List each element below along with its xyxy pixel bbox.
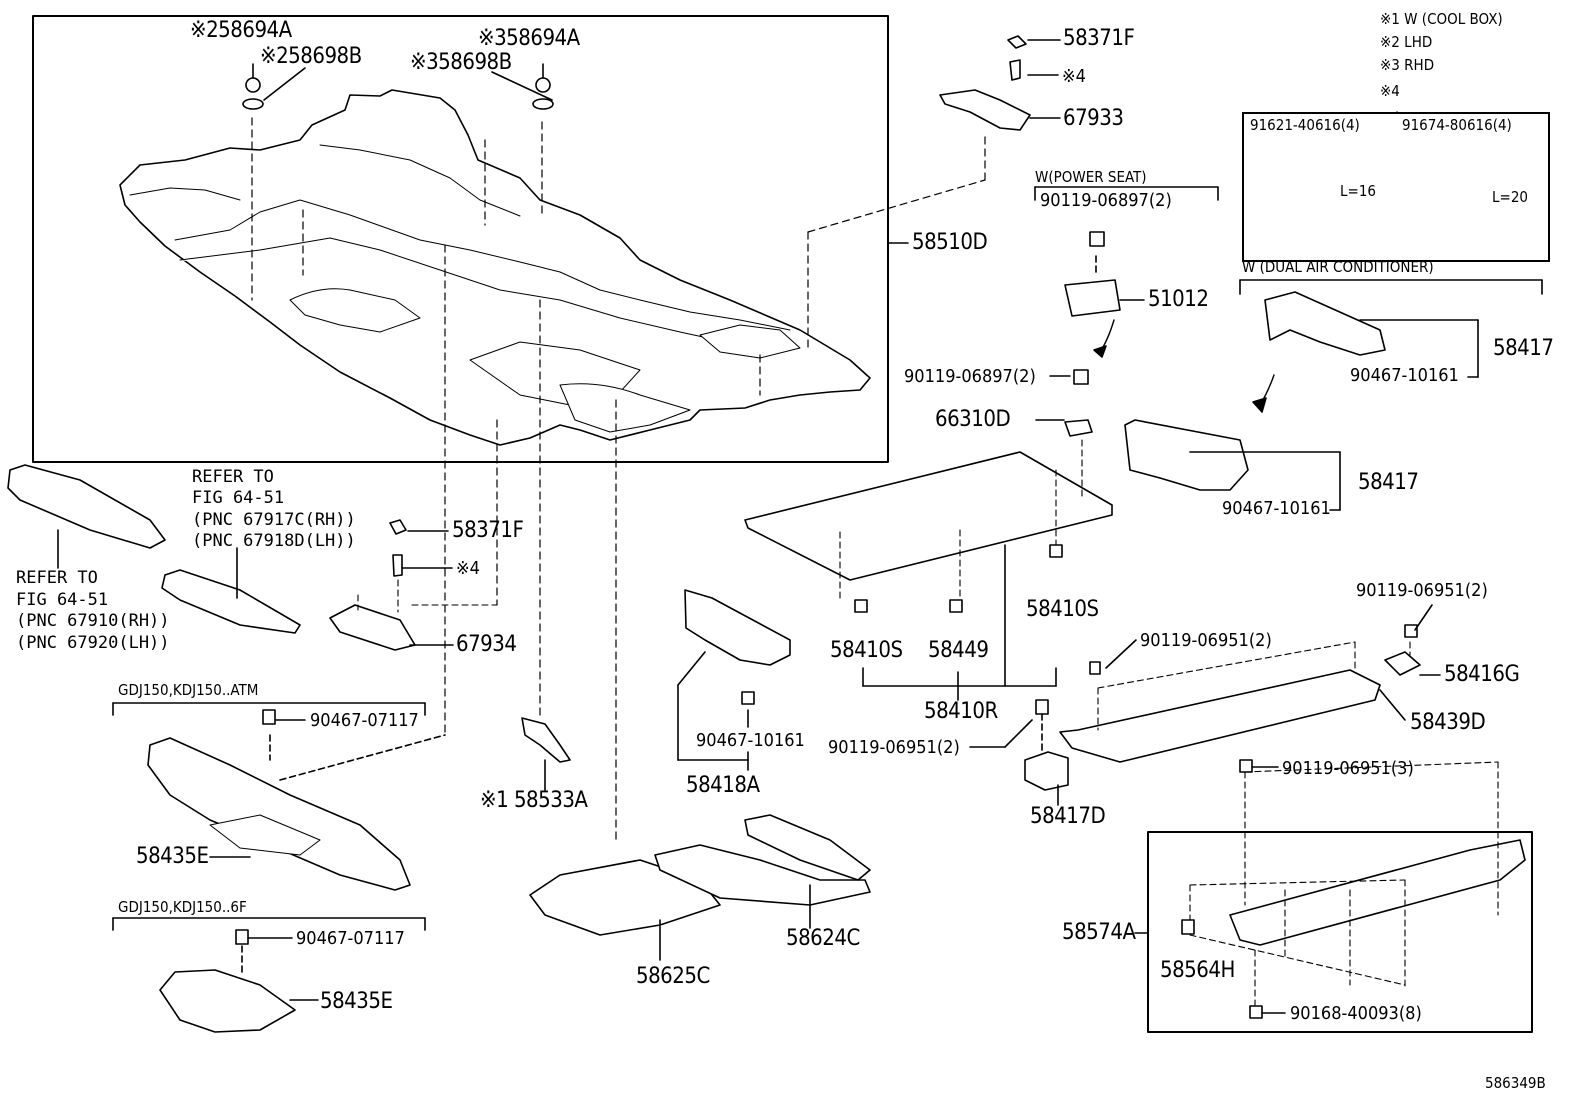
label-p34: 90119-06951(2): [1356, 580, 1488, 601]
label-p16: 90467-10161: [1350, 365, 1459, 386]
label-p49: 90168-40093(8): [1290, 1003, 1422, 1024]
label-p10: 51012: [1148, 287, 1209, 312]
label-p46: 90119-06951(3): [1282, 758, 1414, 779]
label-p12: 66310D: [935, 407, 1011, 432]
label-p48: 58564H: [1160, 958, 1235, 983]
label-p25: 67934: [456, 632, 517, 657]
label-p20: FIG 64-51: [192, 488, 285, 508]
bracket-67933: [939, 35, 1031, 131]
label-p30: 58410S: [830, 638, 903, 663]
bar-58439d: [1059, 624, 1421, 763]
label-p21: (PNC 67917C(RH)): [192, 510, 356, 530]
label-p41: 90467-07117: [310, 710, 419, 731]
legend-len-b: L=20: [1492, 188, 1528, 206]
label-p14: W (DUAL AIR CONDITIONER): [1242, 258, 1434, 276]
sill-plate-front: [7, 464, 301, 634]
label-p53: 58625C: [636, 964, 710, 989]
label-p6: ※4: [1062, 66, 1086, 87]
side-step-58574a: [1181, 759, 1526, 1019]
label-p55: 586349B: [1485, 1074, 1546, 1092]
bolt-legend-table: [1242, 112, 1550, 262]
label-p7: 67933: [1063, 106, 1124, 131]
label-p28: (PNC 67910(RH)): [16, 611, 170, 631]
label-p2: ※258698B: [260, 44, 362, 69]
legend-len-a: L=16: [1340, 182, 1376, 200]
label-p31: 58449: [928, 638, 989, 663]
legend-note-1: ※1 W (COOL BOX): [1380, 10, 1503, 28]
label-p24: ※4: [456, 558, 480, 579]
clip-fastener-left: [242, 77, 554, 110]
floor-panel-58435e-upper: [147, 709, 411, 891]
label-p3: ※358694A: [478, 26, 580, 51]
legend-note-4: ※4: [1380, 82, 1400, 100]
label-p42: 58435E: [136, 844, 209, 869]
label-p39: 58417D: [1030, 804, 1106, 829]
legend-note-3: ※3 RHD: [1380, 56, 1435, 74]
label-p44: 90467-10161: [696, 730, 805, 751]
label-p54: 58624C: [786, 926, 860, 951]
label-p15: 58417: [1493, 336, 1554, 361]
label-p27: FIG 64-51: [16, 590, 109, 610]
duct-58417-upper: [1264, 291, 1386, 356]
label-p13: 58510D: [912, 230, 988, 255]
bracket-58533a: [521, 717, 571, 763]
label-p23: 58371F: [452, 518, 524, 543]
label-p52: 58435E: [320, 989, 393, 1014]
label-p36: 58416G: [1444, 662, 1520, 687]
label-p8: W(POWER SEAT): [1035, 168, 1147, 186]
floor-panel-58625c: [529, 814, 871, 936]
label-p17: 58417: [1358, 470, 1419, 495]
duct-58417-lower: [1124, 419, 1249, 491]
legend-bolt-a: 91621-40616(4): [1250, 116, 1360, 134]
label-p26: REFER TO: [16, 568, 98, 588]
floor-carpet-58510d: [119, 89, 871, 446]
label-p38: 90119-06951(2): [828, 737, 960, 758]
seat-bracket-51012: [1064, 231, 1121, 437]
label-p11: 90119-06897(2): [904, 366, 1036, 387]
label-p18: 90467-10161: [1222, 498, 1331, 519]
label-p32: 58410S: [1026, 597, 1099, 622]
label-p22: (PNC 67918D(LH)): [192, 531, 356, 551]
label-p4: ※358698B: [410, 50, 512, 75]
label-p33: 58410R: [924, 699, 998, 724]
floor-board-58449: [744, 451, 1113, 581]
label-p19: REFER TO: [192, 467, 274, 487]
label-p43: ※1 58533A: [480, 788, 588, 813]
label-p51: 90467-07117: [296, 928, 405, 949]
label-p29: (PNC 67920(LH)): [16, 633, 170, 653]
bracket-58417d: [1024, 699, 1069, 791]
bracket-58418a: [684, 589, 791, 705]
label-p35: 90119-06951(2): [1140, 630, 1272, 651]
label-p47: 58574A: [1062, 920, 1136, 945]
floor-panel-58435e-lower: [159, 929, 296, 1033]
label-p37: 58439D: [1410, 710, 1486, 735]
label-p50: GDJ150,KDJ150..6F: [118, 898, 247, 916]
label-p9: 90119-06897(2): [1040, 190, 1172, 211]
label-p1: ※258694A: [190, 18, 292, 43]
legend-note-2: ※2 LHD: [1380, 33, 1433, 51]
label-p45: 58418A: [686, 773, 760, 798]
legend-bolt-b: 91674-80616(4): [1402, 116, 1512, 134]
label-p40: GDJ150,KDJ150..ATM: [118, 681, 259, 699]
label-p5: 58371F: [1063, 26, 1135, 51]
